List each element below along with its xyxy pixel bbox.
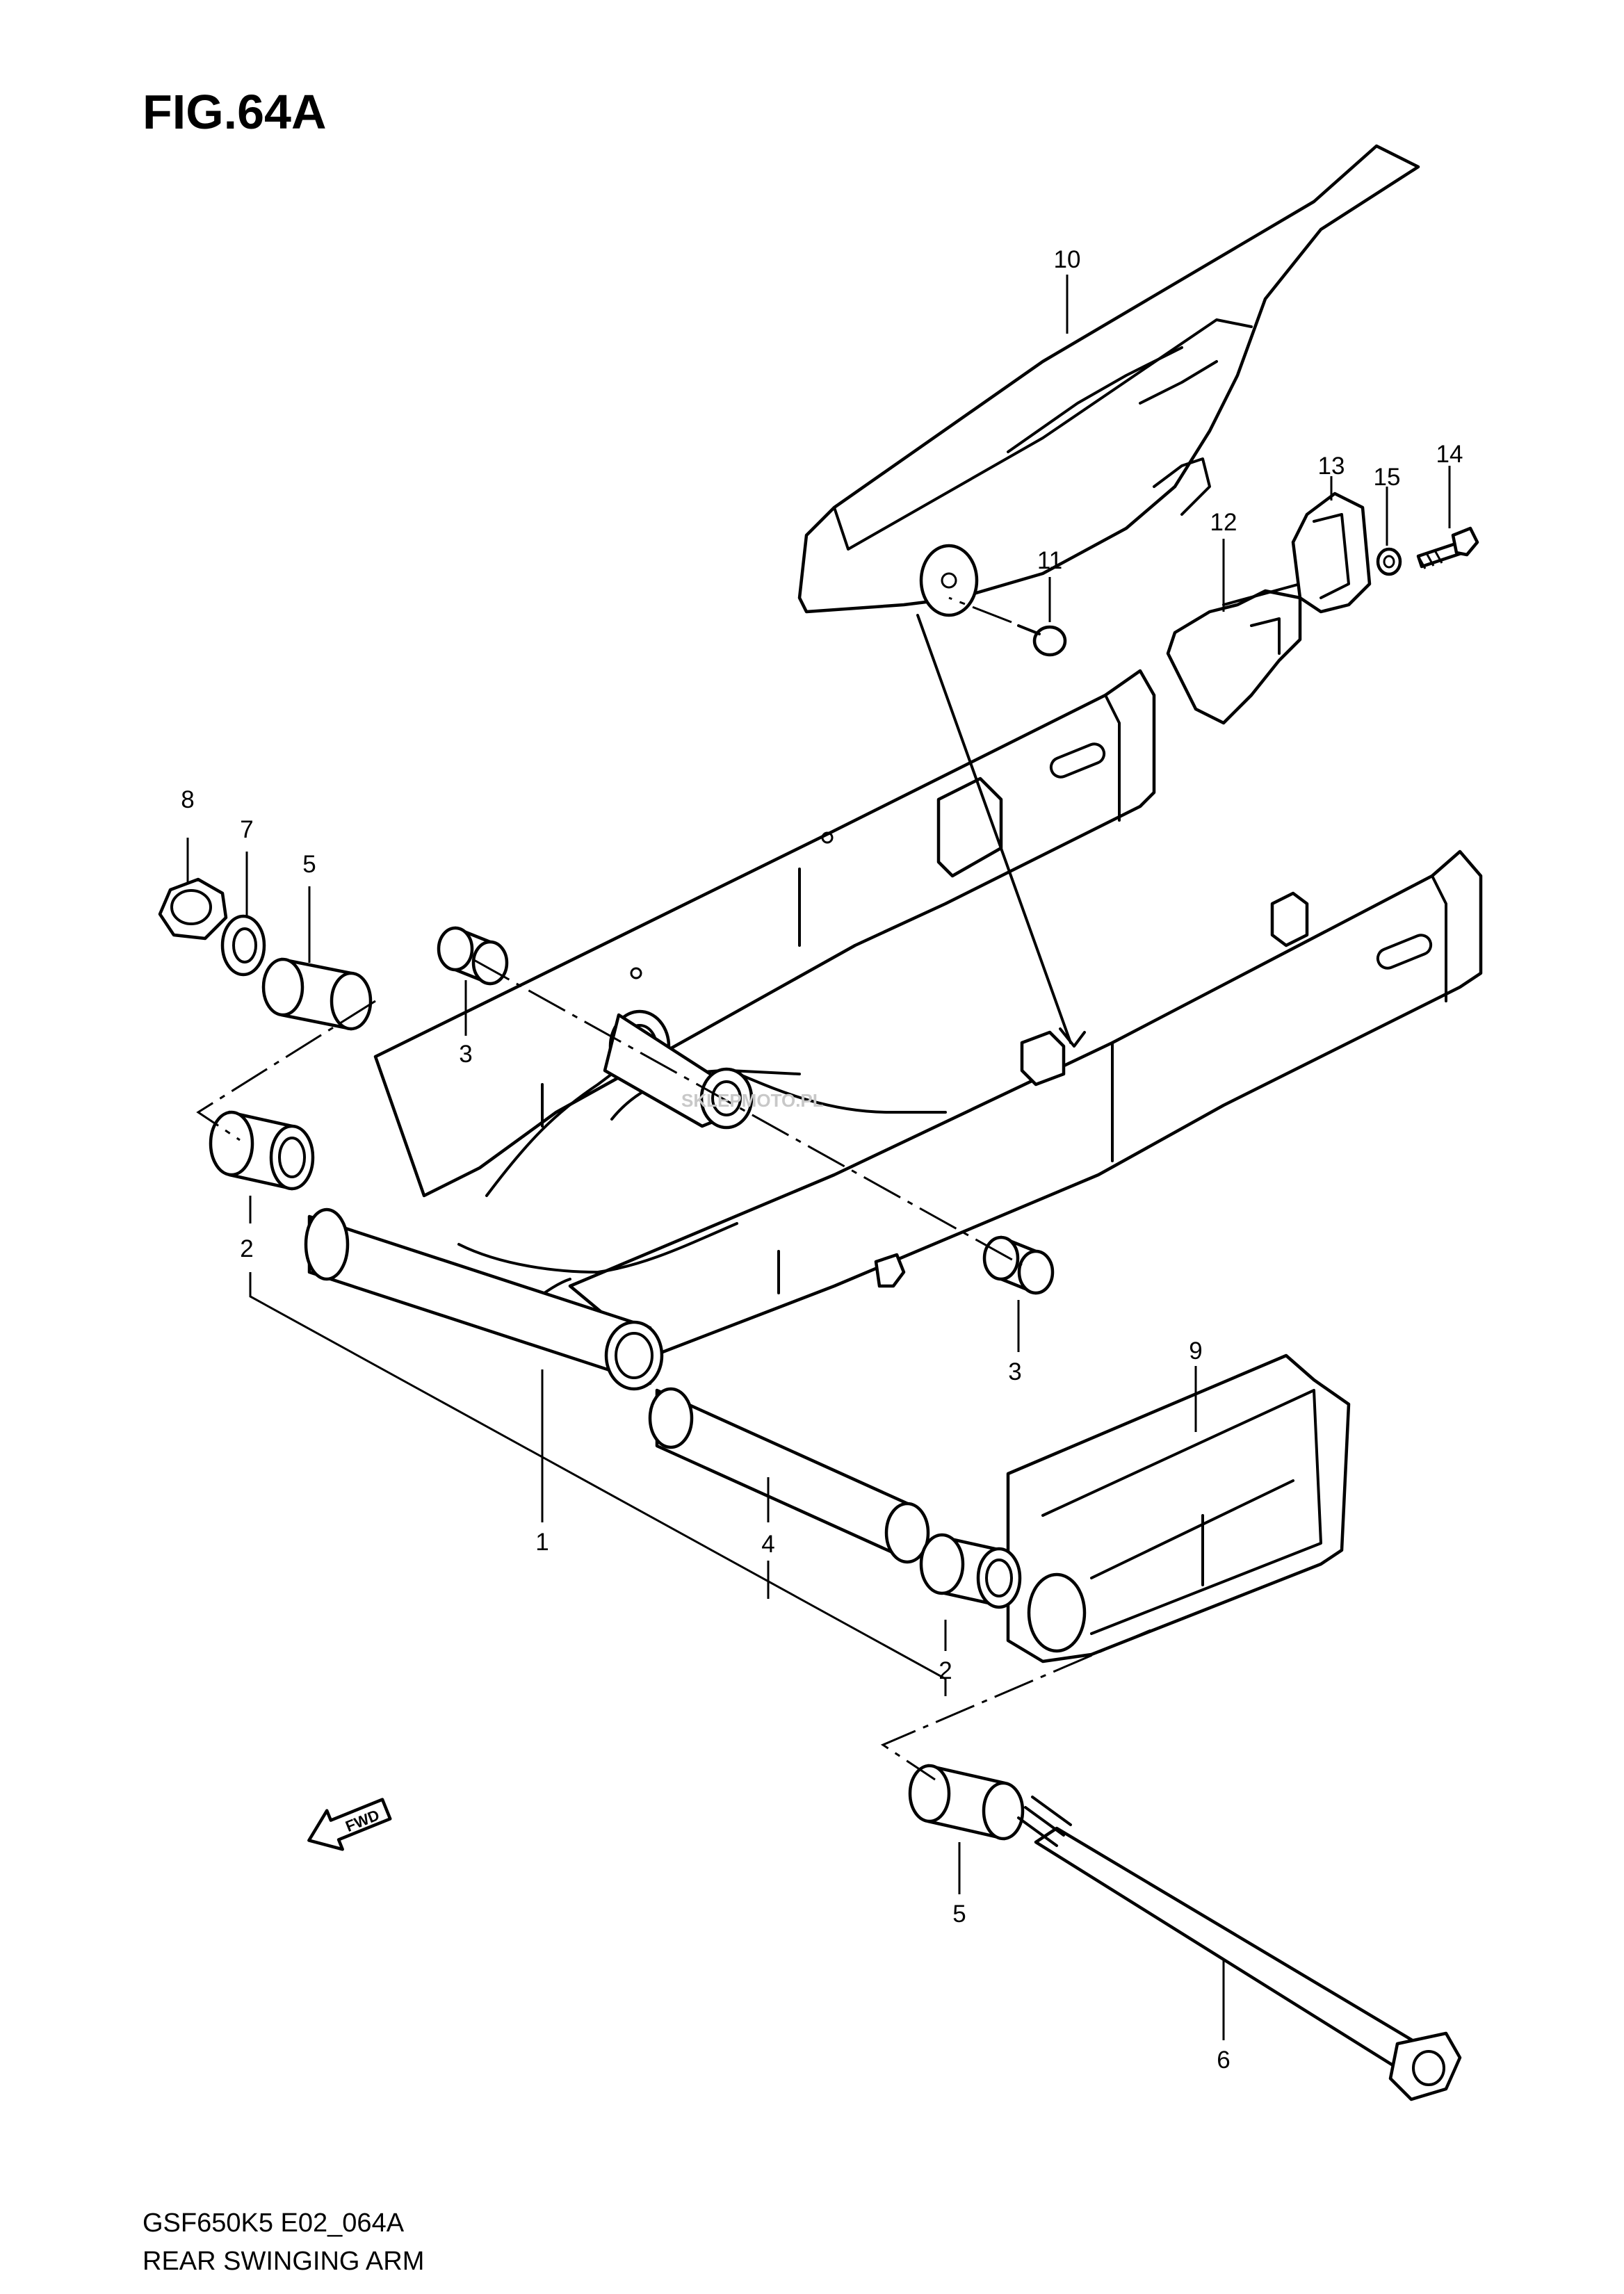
callout-2-right: 2 (939, 1657, 952, 1684)
figure-name: REAR SWINGING ARM (143, 2247, 424, 2276)
callout-6: 6 (1217, 2047, 1230, 2074)
callout-3-lower: 3 (1008, 1358, 1021, 1385)
callout-5-lower: 5 (952, 1901, 966, 1928)
chain-case (1006, 1353, 1351, 1663)
callout-9: 9 (1189, 1337, 1202, 1365)
callout-14: 14 (1436, 441, 1463, 468)
callout-13: 13 (1318, 453, 1345, 480)
figure-title: FIG.64A (143, 85, 327, 139)
watermark: SKLEPMOTO.PL (681, 1090, 824, 1111)
callout-4: 4 (761, 1531, 774, 1558)
callout-12: 12 (1210, 509, 1237, 536)
assembly-lines (196, 596, 1151, 1781)
fwd-arrow-icon: FWD (307, 1798, 392, 1851)
callout-11: 11 (1037, 547, 1062, 574)
callout-10: 10 (1054, 246, 1081, 273)
collar-upper (261, 957, 373, 1031)
swing-arm (304, 669, 1483, 1391)
bearing-upper (437, 926, 509, 986)
callout-15: 15 (1374, 464, 1401, 491)
callout-labels: 8 7 5 3 2 3 1 4 2 5 6 9 10 11 12 13 15 1… (181, 246, 1463, 2074)
rubber-block (1291, 491, 1372, 614)
callout-8: 8 (181, 786, 194, 813)
leader-lines (186, 275, 1451, 2040)
callout-7: 7 (240, 816, 253, 843)
nut (158, 877, 228, 941)
bearing-lower (982, 1235, 1055, 1295)
bearing-right (919, 1533, 1022, 1609)
callout-2-left: 2 (240, 1235, 253, 1262)
chain-guard (797, 144, 1420, 617)
small-washer (1376, 547, 1402, 576)
bolt (1416, 526, 1479, 569)
collar-lower (908, 1764, 1025, 1841)
pivot-shaft (1017, 1796, 1462, 2101)
bearing-left (209, 1110, 315, 1191)
callout-1: 1 (535, 1529, 549, 1556)
callout-5-upper: 5 (302, 851, 316, 878)
callout-3-upper: 3 (459, 1041, 472, 1068)
washer (220, 914, 266, 977)
figure-code: GSF650K5 E02_064A (143, 2208, 405, 2238)
spacer-tube (648, 1387, 930, 1564)
screw (1017, 624, 1067, 657)
guide-plate (1166, 583, 1302, 725)
